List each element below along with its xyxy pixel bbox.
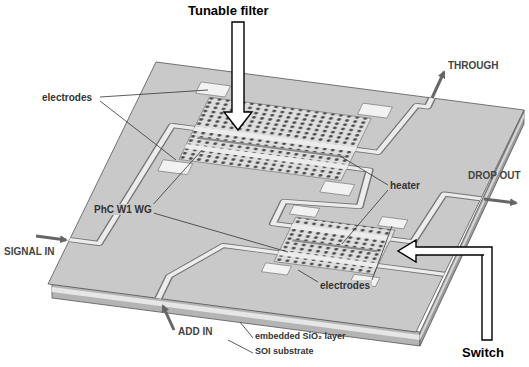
port-label: ADD IN [178,326,212,337]
part-label: PhC W1 WG [92,204,154,215]
leader-line [100,90,392,353]
callout-arrow [224,22,252,130]
chip-top [48,62,524,332]
layer-label: embedded SiO₂ layer [255,332,346,342]
port-label: DROP OUT [468,170,521,181]
part-label: electrodes [318,280,372,291]
part-label: heater [388,180,422,191]
callout-title: Switch [462,346,504,360]
port-label: SIGNAL IN [4,246,54,257]
part-label: electrodes [42,92,92,103]
port-label: THROUGH [448,60,499,71]
layer-label: SOI substrate [255,347,314,357]
callout-title: Tunable filter [188,4,269,18]
port-arrow [36,72,516,330]
callout-arrow [398,240,492,340]
